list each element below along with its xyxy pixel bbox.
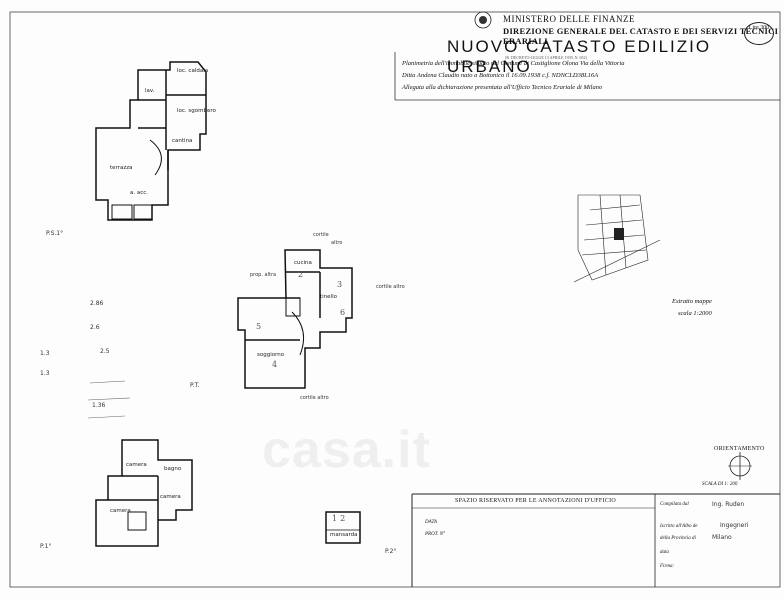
- room-label-mansarda: mansarda: [330, 532, 358, 538]
- calc-line-2: 2.6: [90, 324, 100, 331]
- provincia-value: Milano: [712, 534, 732, 541]
- room-label-terrazza: terrazza: [110, 165, 133, 171]
- room-label-acc: a. acc.: [130, 190, 149, 196]
- room-label-tinello: tinello: [320, 294, 337, 300]
- data2-label: data: [660, 550, 669, 555]
- direction-heading: DIREZIONE GENERALE DEL CATASTO E DEI SER…: [503, 26, 779, 46]
- calc-line-3: 1.3: [40, 350, 50, 357]
- stamp-lire: Lire 300: [744, 22, 774, 45]
- calc-line-5: 1.3: [40, 370, 50, 377]
- owner-line: Ditta Andena Claudio nato a Bottonico il…: [402, 72, 599, 79]
- room-label-cantina: cantina: [172, 138, 193, 144]
- room-number-6: 6: [340, 308, 349, 317]
- room-label-lav: lav.: [145, 88, 155, 94]
- room-label-cucina: cucina: [294, 260, 312, 266]
- room-label-camera-2: camera: [160, 494, 181, 500]
- allegata-line: Allegata alla dichiarazione presentata a…: [402, 84, 603, 91]
- label-prop-altra: prop. altra: [250, 272, 277, 278]
- calc-line-1: 2.86: [90, 300, 104, 307]
- room-label-soggiorno: soggiorno: [257, 352, 285, 358]
- floor-label-ground: P.S.1°: [46, 230, 64, 237]
- document-title: NUOVO CATASTO EDILIZIO URBANO: [447, 37, 712, 76]
- label-cortile-altro-right: cortile altro: [376, 284, 405, 290]
- room-number-4: 4: [272, 360, 281, 369]
- extract-label: Estratto mappe: [672, 298, 712, 305]
- decree-note: (R. DECRETO-LEGGE 13 APRILE 1939, N. 652…: [505, 55, 587, 60]
- room-label-caldaia: loc. caldaia: [177, 68, 209, 74]
- ministry-heading: MINISTERO DELLE FINANZE: [503, 14, 635, 24]
- calc-line-6: 1.36: [92, 402, 106, 409]
- data-field-label: DATA: [425, 520, 437, 525]
- label-cortile-1: cortile: [313, 232, 329, 238]
- iscritto-value: Ingegneri: [720, 522, 749, 529]
- room-label-sgombero: loc. sgombero: [177, 108, 216, 114]
- room-number-5: 5: [256, 322, 265, 331]
- room-number-12: 12: [332, 514, 349, 523]
- compiled-value: Ing. Ruden: [712, 501, 745, 508]
- room-number-2: 2: [298, 270, 307, 279]
- room-number-3: 3: [337, 280, 346, 289]
- extract-scale: scala 1:2000: [678, 310, 712, 317]
- office-annotation-header: SPAZIO RISERVATO PER LE ANNOTAZIONI D'UF…: [455, 498, 617, 504]
- floor-label-first: P.1°: [40, 543, 52, 550]
- calc-line-4: 2.5: [100, 348, 110, 355]
- room-label-bagno: bagno: [164, 466, 182, 472]
- provincia-label: della Provincia di: [660, 536, 696, 541]
- compiled-label: Compilata dal: [660, 502, 689, 507]
- plan-location-line: Planimetria dell'immobile situato nel Co…: [402, 60, 625, 67]
- orientation-label: ORIENTAMENTO: [714, 446, 765, 452]
- room-label-camera-1: camera: [126, 462, 147, 468]
- orientation-scale: SCALA DI 1: 200: [702, 482, 738, 487]
- firma-label: Firma:: [660, 564, 675, 569]
- floor-label-second: P.2°: [385, 548, 397, 555]
- room-label-camera-3: camera: [110, 508, 131, 514]
- prot-field-label: PROT. N°: [425, 532, 445, 537]
- label-altro-1: altro: [331, 240, 343, 246]
- watermark: casa.it: [262, 421, 431, 479]
- label-cortile-altro-bottom: cortile altro: [300, 395, 329, 401]
- iscritto-label: Iscritto all'Albo de: [660, 524, 698, 529]
- floor-label-pt: P.T.: [190, 382, 200, 389]
